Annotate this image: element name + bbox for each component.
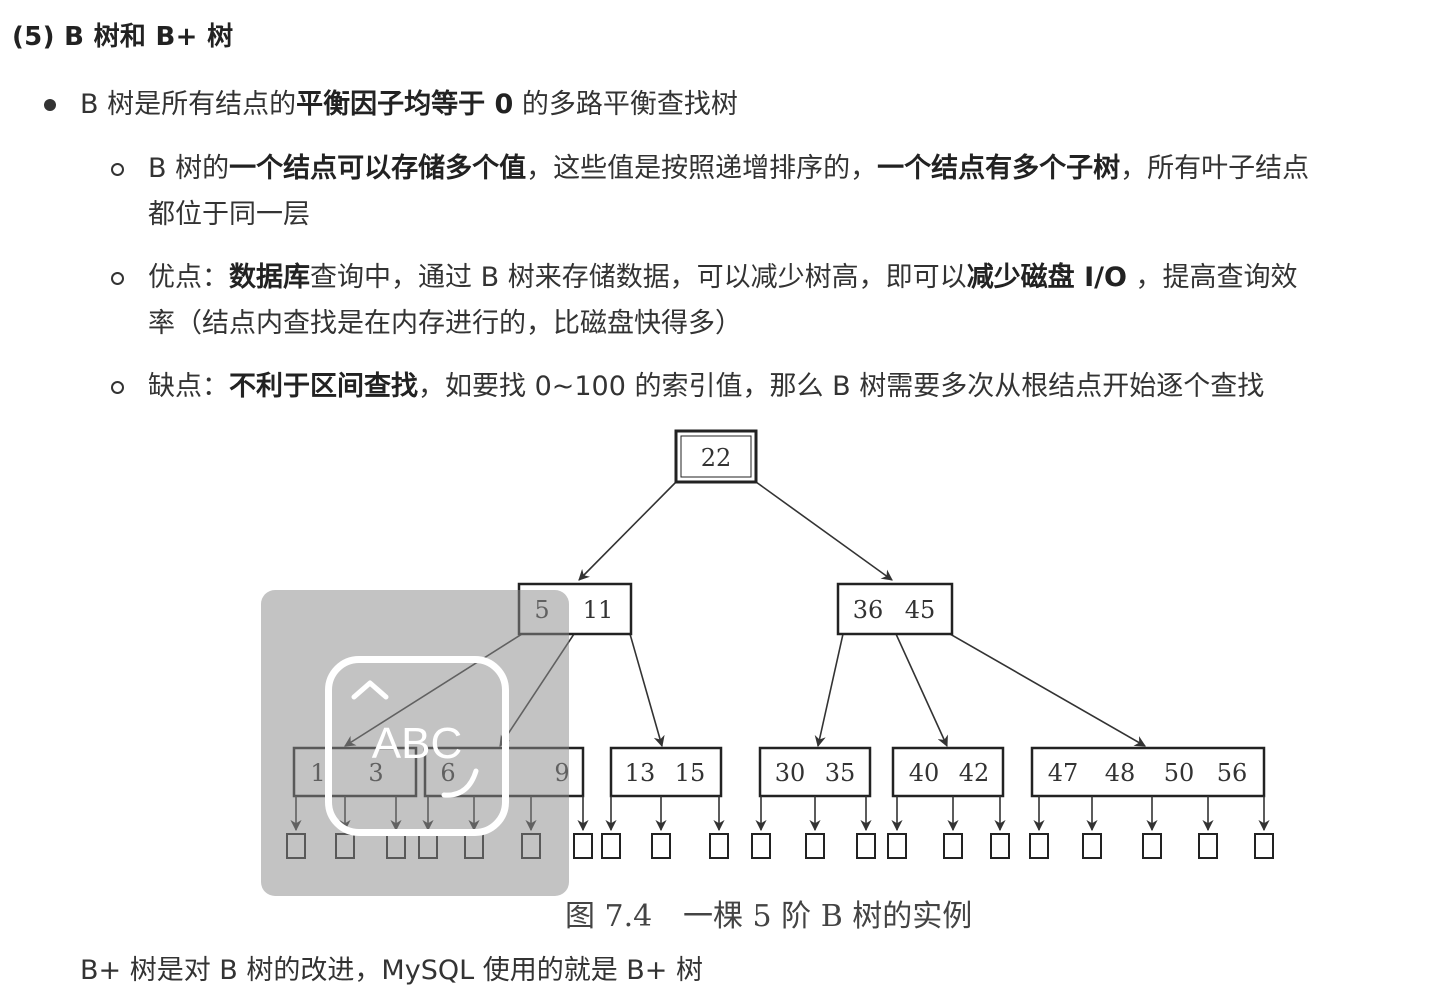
- edge: [578, 481, 677, 581]
- text-span: 的多路平衡查找树: [513, 89, 738, 120]
- edge: [895, 633, 948, 748]
- null-leaf-box: [573, 833, 593, 859]
- node-key: 47: [1048, 759, 1079, 787]
- null-leaf-box: [751, 833, 771, 859]
- null-leaf-box: [943, 833, 963, 859]
- root-node: 22: [674, 429, 758, 484]
- figure-caption-text: 一棵 5 阶 B 树的实例: [683, 899, 972, 934]
- null-leaf-box: [887, 833, 907, 859]
- bold-span: 数据库: [229, 262, 310, 293]
- text-span: 查询中，通过 B 树来存储数据，可以减少树高，即可以: [310, 262, 967, 293]
- null-leaf-box: [805, 833, 825, 859]
- text-span: ，如要找 0~100 的索引值，那么 B 树需要多次从根结点开始逐个查找: [418, 371, 1265, 402]
- b-tree-figure: 22 5 11 36 45 1 3 6 9 13 15 30 35 40 42 …: [286, 429, 1274, 934]
- node-key: 13: [625, 759, 656, 787]
- internal-node-right: 36 45: [836, 582, 954, 636]
- node-key: 11: [583, 596, 614, 624]
- text-span: B 树是所有结点的: [80, 89, 297, 120]
- text-span: B 树的: [148, 153, 230, 184]
- node-key: 30: [775, 759, 806, 787]
- null-leaf-box: [856, 833, 876, 859]
- node-key: 48: [1105, 759, 1136, 787]
- leaf-node: 30 35: [758, 746, 872, 798]
- bullet-dot: [44, 99, 56, 111]
- figure-caption-number: 图 7.4: [565, 899, 652, 934]
- keyboard-label: ABC: [371, 719, 463, 768]
- text-span: ，这些值是按照递增排序的，: [526, 153, 878, 184]
- arc-icon: [441, 768, 479, 798]
- leaf-node: 13 15: [609, 746, 723, 798]
- leaf-node: 40 42: [891, 746, 1005, 798]
- bullet-circle: [111, 381, 124, 394]
- node-key: 40: [909, 759, 940, 787]
- null-leaf-box: [651, 833, 671, 859]
- bold-span: 一个结点有多个子树: [877, 153, 1121, 184]
- null-leaf-box: [1029, 833, 1049, 859]
- bold-span: 不利于区间查找: [229, 371, 418, 402]
- null-leaf-box: [990, 833, 1010, 859]
- node-key: 45: [905, 596, 936, 624]
- bold-span: 平衡因子均等于 0: [296, 89, 514, 120]
- next-paragraph-cut: B+ 树是对 B 树的改进，MySQL 使用的就是 B+ 树: [80, 955, 704, 986]
- text-span: ，提高查询效: [1126, 262, 1298, 293]
- sub-bullet-text-1: B 树的一个结点可以存储多个值，这些值是按照递增排序的，一个结点有多个子树，所有…: [148, 146, 1418, 238]
- text-span: 率（结点内查找是在内存进行的，比磁盘快得多）: [148, 308, 742, 339]
- null-leaf-box: [601, 833, 621, 859]
- bullet-circle: [111, 272, 124, 285]
- node-key: 36: [853, 596, 884, 624]
- text-span: 都位于同一层: [148, 199, 310, 230]
- null-leaf-box: [1142, 833, 1162, 859]
- text-span: 优点：: [148, 262, 229, 293]
- node-key: 35: [825, 759, 856, 787]
- edge: [629, 633, 665, 748]
- edge: [814, 633, 844, 748]
- leaf-node: 47 48 50 56: [1030, 746, 1266, 798]
- null-leaf-box: [1082, 833, 1102, 859]
- null-leaf-box: [1198, 833, 1218, 859]
- node-key: 50: [1164, 759, 1195, 787]
- bold-span: 一个结点可以存储多个值: [229, 153, 527, 184]
- null-leaf-box: [1254, 833, 1274, 859]
- keyboard-toggle-button[interactable]: ABC: [325, 656, 509, 836]
- bold-span: 减少磁盘 I/O: [966, 262, 1127, 293]
- node-key: 15: [675, 759, 706, 787]
- sub-bullet-text-3: 缺点：不利于区间查找，如要找 0~100 的索引值，那么 B 树需要多次从根结点…: [148, 364, 1418, 410]
- null-leaf-box: [709, 833, 729, 859]
- node-key: 22: [701, 444, 732, 472]
- node-key: 42: [959, 759, 990, 787]
- text-span: ，所有叶子结点: [1120, 153, 1310, 184]
- edge: [755, 481, 893, 581]
- edge: [949, 633, 1146, 747]
- text-span: 缺点：: [148, 371, 229, 402]
- chevron-up-icon: [351, 680, 389, 700]
- bullet-text: B 树是所有结点的平衡因子均等于 0 的多路平衡查找树: [80, 82, 738, 128]
- bullet-circle: [111, 163, 124, 176]
- sub-bullet-text-2: 优点：数据库查询中，通过 B 树来存储数据，可以减少树高，即可以减少磁盘 I/O…: [148, 255, 1418, 347]
- node-key: 56: [1217, 759, 1248, 787]
- section-heading: (5) B 树和 B+ 树: [12, 22, 234, 52]
- keyboard-overlay[interactable]: [261, 590, 569, 896]
